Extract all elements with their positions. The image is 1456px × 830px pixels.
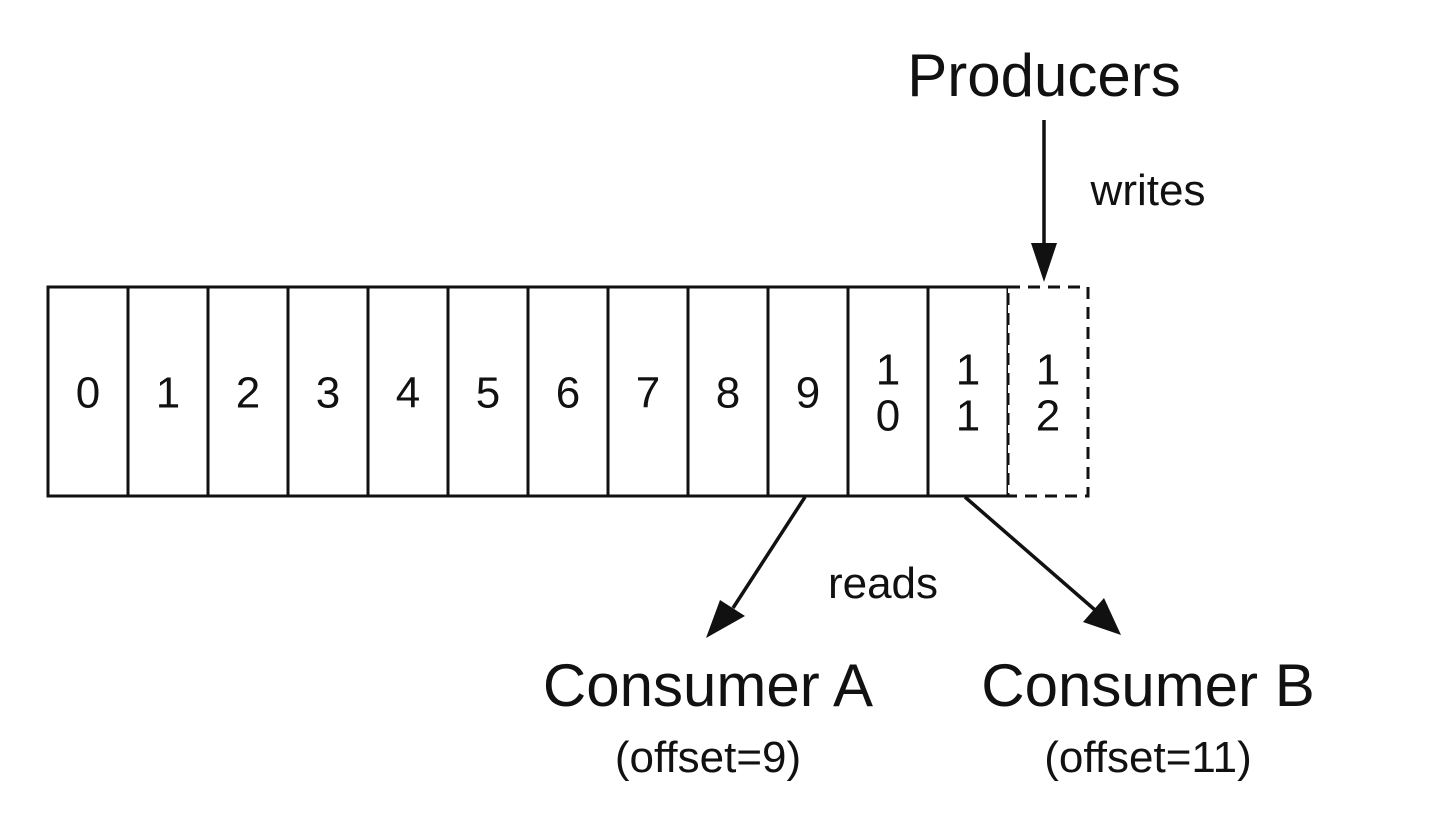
log-cell-offset-digit: 7	[636, 369, 660, 418]
log-cell: 1	[126, 285, 210, 498]
log-cell: 2	[206, 285, 290, 498]
log-cell: 9	[766, 285, 850, 498]
log-cell-offset-digit: 4	[396, 369, 420, 418]
log-cell: 7	[606, 285, 690, 498]
log-cell-offset-digit: 1	[956, 346, 980, 395]
consumer-a-name: Consumer A	[543, 652, 873, 719]
writes-label: writes	[1090, 166, 1206, 215]
log-cell: 5	[446, 285, 530, 498]
log-cell: 10	[846, 285, 930, 498]
log-cell-pending-box	[1006, 285, 1090, 498]
consumer-b-name: Consumer B	[981, 652, 1314, 719]
log-cell: 8	[686, 285, 770, 498]
log-cell: 6	[526, 285, 610, 498]
log-cell-offset-digit: 6	[556, 369, 580, 418]
log-cell: 3	[286, 285, 370, 498]
log-cell-offset-digit: 2	[1036, 392, 1060, 441]
log-cell: 12	[1006, 285, 1090, 498]
log-cell-offset-digit: 1	[156, 369, 180, 418]
consumer-a-offset: (offset=9)	[615, 733, 801, 782]
reads-arrow-a-line	[731, 496, 807, 609]
writes-arrow-head	[1031, 243, 1057, 282]
log-cell-offset-digit: 8	[716, 369, 740, 418]
reads-label: reads	[828, 559, 938, 608]
log-cell-box	[766, 285, 850, 498]
log-cell-box	[446, 285, 530, 498]
log-cell-offset-digit: 1	[876, 346, 900, 395]
log-cell-box	[206, 285, 290, 498]
log-cell-offset-digit: 1	[1036, 346, 1060, 395]
log-cell-offset-digit: 0	[76, 369, 100, 418]
log-cell: 4	[366, 285, 450, 498]
reads-arrow-b-head	[1083, 598, 1121, 635]
reads-arrow-b-line	[963, 495, 1097, 612]
log-cell-offset-digit: 0	[876, 392, 900, 441]
log-cell-box	[526, 285, 610, 498]
consumer-b-offset: (offset=11)	[1044, 733, 1252, 782]
log-cell-offset-digit: 3	[316, 369, 340, 418]
producers-label: Producers	[907, 42, 1180, 109]
log-cell: 11	[926, 285, 1010, 498]
log-cell-offset-digit: 9	[796, 369, 820, 418]
reads-arrow-a-head	[706, 600, 745, 638]
log-cell-box	[606, 285, 690, 498]
log-cell-box	[126, 285, 210, 498]
log-cell-box	[686, 285, 770, 498]
log-cell-offset-digit: 5	[476, 369, 500, 418]
log-cell-offset-digit: 2	[236, 369, 260, 418]
log-cell-box	[926, 285, 1010, 498]
log-cell: 0	[46, 285, 130, 498]
log-cell-box	[46, 285, 130, 498]
log-cell-box	[366, 285, 450, 498]
log-cell-offset-digit: 1	[956, 392, 980, 441]
